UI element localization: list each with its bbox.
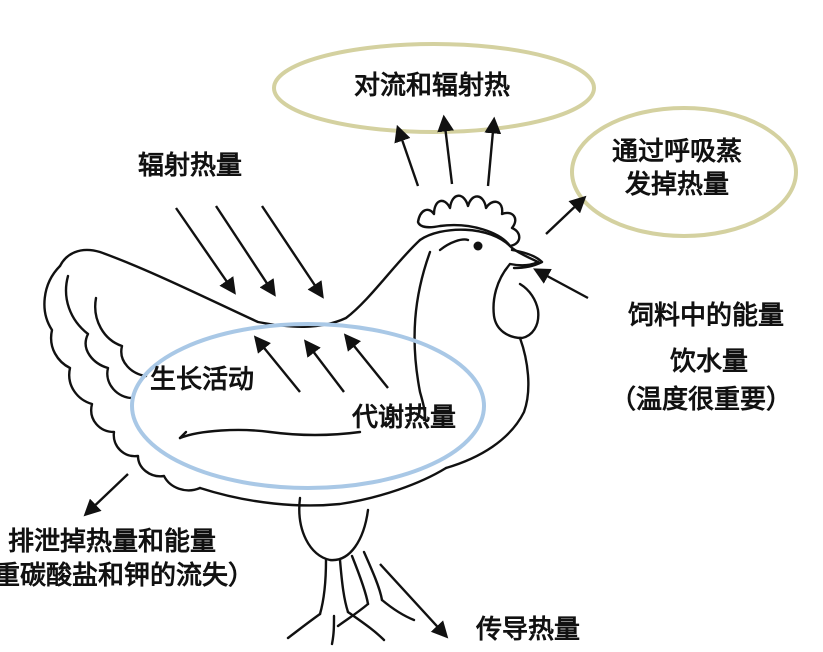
arrow-conduction [379,563,449,639]
wing [178,428,362,440]
arrow-radiant-3 [261,205,324,299]
arrows [83,114,589,639]
tail-inner-1 [64,274,134,400]
leg-left [318,558,350,616]
label-excretion-line1: 排泄掉热量和能量 [8,527,217,557]
neck-front [444,336,530,470]
label-convection-radiation: 对流和辐射热 [354,71,511,101]
hackle [413,250,432,422]
arrow-feed [533,268,589,300]
metabolism-ellipse [130,322,486,490]
label-respiration-line1: 通过呼吸蒸 [612,137,743,167]
back-line [58,238,422,328]
label-water-intake: 饮水量 [670,347,749,377]
label-growth-activity: 生长活动 [150,365,255,395]
comb [416,194,521,248]
arrow-excretion [83,473,129,517]
foot-left [286,610,386,646]
label-respiration-line2: 发掉热量 [625,169,730,200]
label-excretion-line2: 重碳酸盐和钾的流失） [0,561,255,591]
arrow-metabolic-3 [343,333,389,389]
label-feed-energy: 饲料中的能量 [628,301,785,331]
thigh [298,496,370,562]
respiration-ellipse [570,106,798,238]
arrow-up-2 [437,114,454,185]
eye [473,241,483,251]
label-radiant-heat: 辐射热量 [138,151,243,181]
arrow-metabolic-1 [253,335,301,393]
label-conduction-heat: 传导热量 [476,615,581,645]
arrow-metabolic-2 [303,339,345,393]
arrow-radiant-2 [214,205,276,297]
face-line [438,238,470,252]
chicken-drawing [43,194,544,646]
convection-ellipse [272,42,596,134]
beak [510,248,544,270]
leg-right [350,550,384,606]
label-temperature-note: （温度很重要） [610,385,793,415]
arrow-up-3 [484,116,502,187]
label-respiration: 通过呼吸蒸 发掉热量 [612,136,742,201]
wing-tip [178,430,188,440]
tail-outer [43,264,202,492]
belly [198,466,448,507]
arrow-respiration [545,195,587,235]
tail-inner-2 [94,296,148,378]
arrow-radiant-1 [175,207,236,295]
foot-right [336,598,416,628]
arrow-up-1 [394,124,420,187]
label-metabolic-heat: 代谢热量 [352,403,457,433]
head [418,228,540,340]
